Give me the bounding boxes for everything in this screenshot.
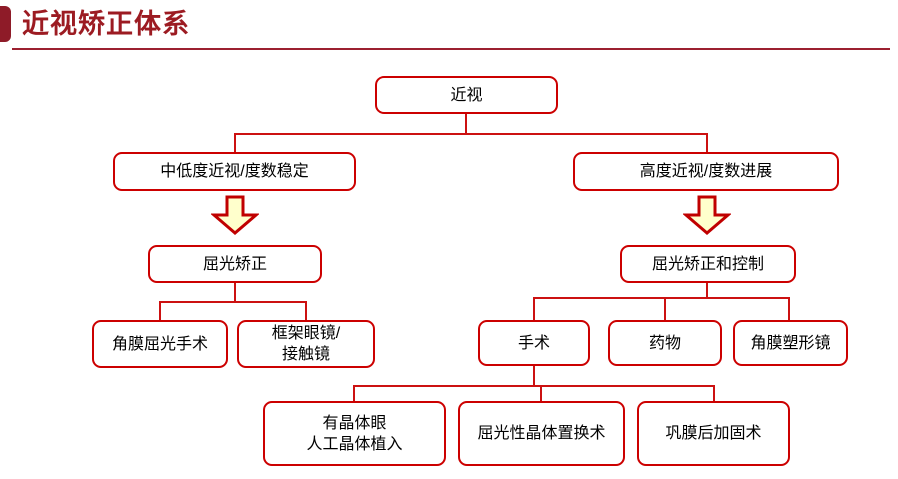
connector-to-low-moderate [234, 133, 236, 153]
connector-level1-bus [234, 133, 708, 135]
node-phakic-iol-implantation[interactable]: 有晶体眼 人工晶体植入 [263, 401, 446, 466]
node-medication[interactable]: 药物 [608, 320, 722, 366]
connector-corr-control-bus [533, 297, 789, 299]
header-divider [12, 48, 890, 50]
connector-to-ortho-k [788, 297, 790, 321]
node-glasses-contact-lens[interactable]: 框架眼镜/ 接触镜 [237, 320, 375, 368]
node-myopia[interactable]: 近视 [375, 76, 558, 114]
connector-refractive-corr-stem [234, 282, 236, 302]
connector-to-rle [540, 385, 542, 402]
title-accent-bar [0, 6, 11, 42]
node-surgery[interactable]: 手术 [478, 320, 590, 366]
node-ortho-k-lens[interactable]: 角膜塑形镜 [733, 320, 848, 366]
connector-to-medication [664, 297, 666, 321]
connector-surgery-stem [533, 366, 535, 386]
connector-to-surgery [533, 297, 535, 321]
node-low-moderate-myopia[interactable]: 中低度近视/度数稳定 [113, 152, 356, 191]
connector-myopia-stem [465, 113, 467, 134]
connector-to-phakic-iol [353, 385, 355, 402]
block-arrow-right [683, 195, 731, 235]
node-refractive-correction[interactable]: 屈光矫正 [148, 245, 322, 283]
connector-corr-control-stem [706, 282, 708, 298]
connector-to-corneal-surgery [159, 301, 161, 321]
node-high-progressive-myopia[interactable]: 高度近视/度数进展 [573, 152, 839, 191]
page-title: 近视矫正体系 [22, 9, 190, 39]
node-posterior-scleral-reinforcement[interactable]: 巩膜后加固术 [637, 401, 790, 466]
block-arrow-left [211, 195, 259, 235]
connector-to-scleral-buckling [713, 385, 715, 402]
node-corneal-refractive-surgery[interactable]: 角膜屈光手术 [92, 320, 228, 368]
connector-surgery-bus [353, 385, 714, 387]
connector-to-high-progressive [706, 133, 708, 153]
node-refractive-lens-exchange[interactable]: 屈光性晶体置换术 [458, 401, 625, 466]
connector-to-glasses-contacts [305, 301, 307, 321]
connector-refractive-corr-bus [159, 301, 307, 303]
node-correction-and-control[interactable]: 屈光矫正和控制 [620, 245, 796, 283]
